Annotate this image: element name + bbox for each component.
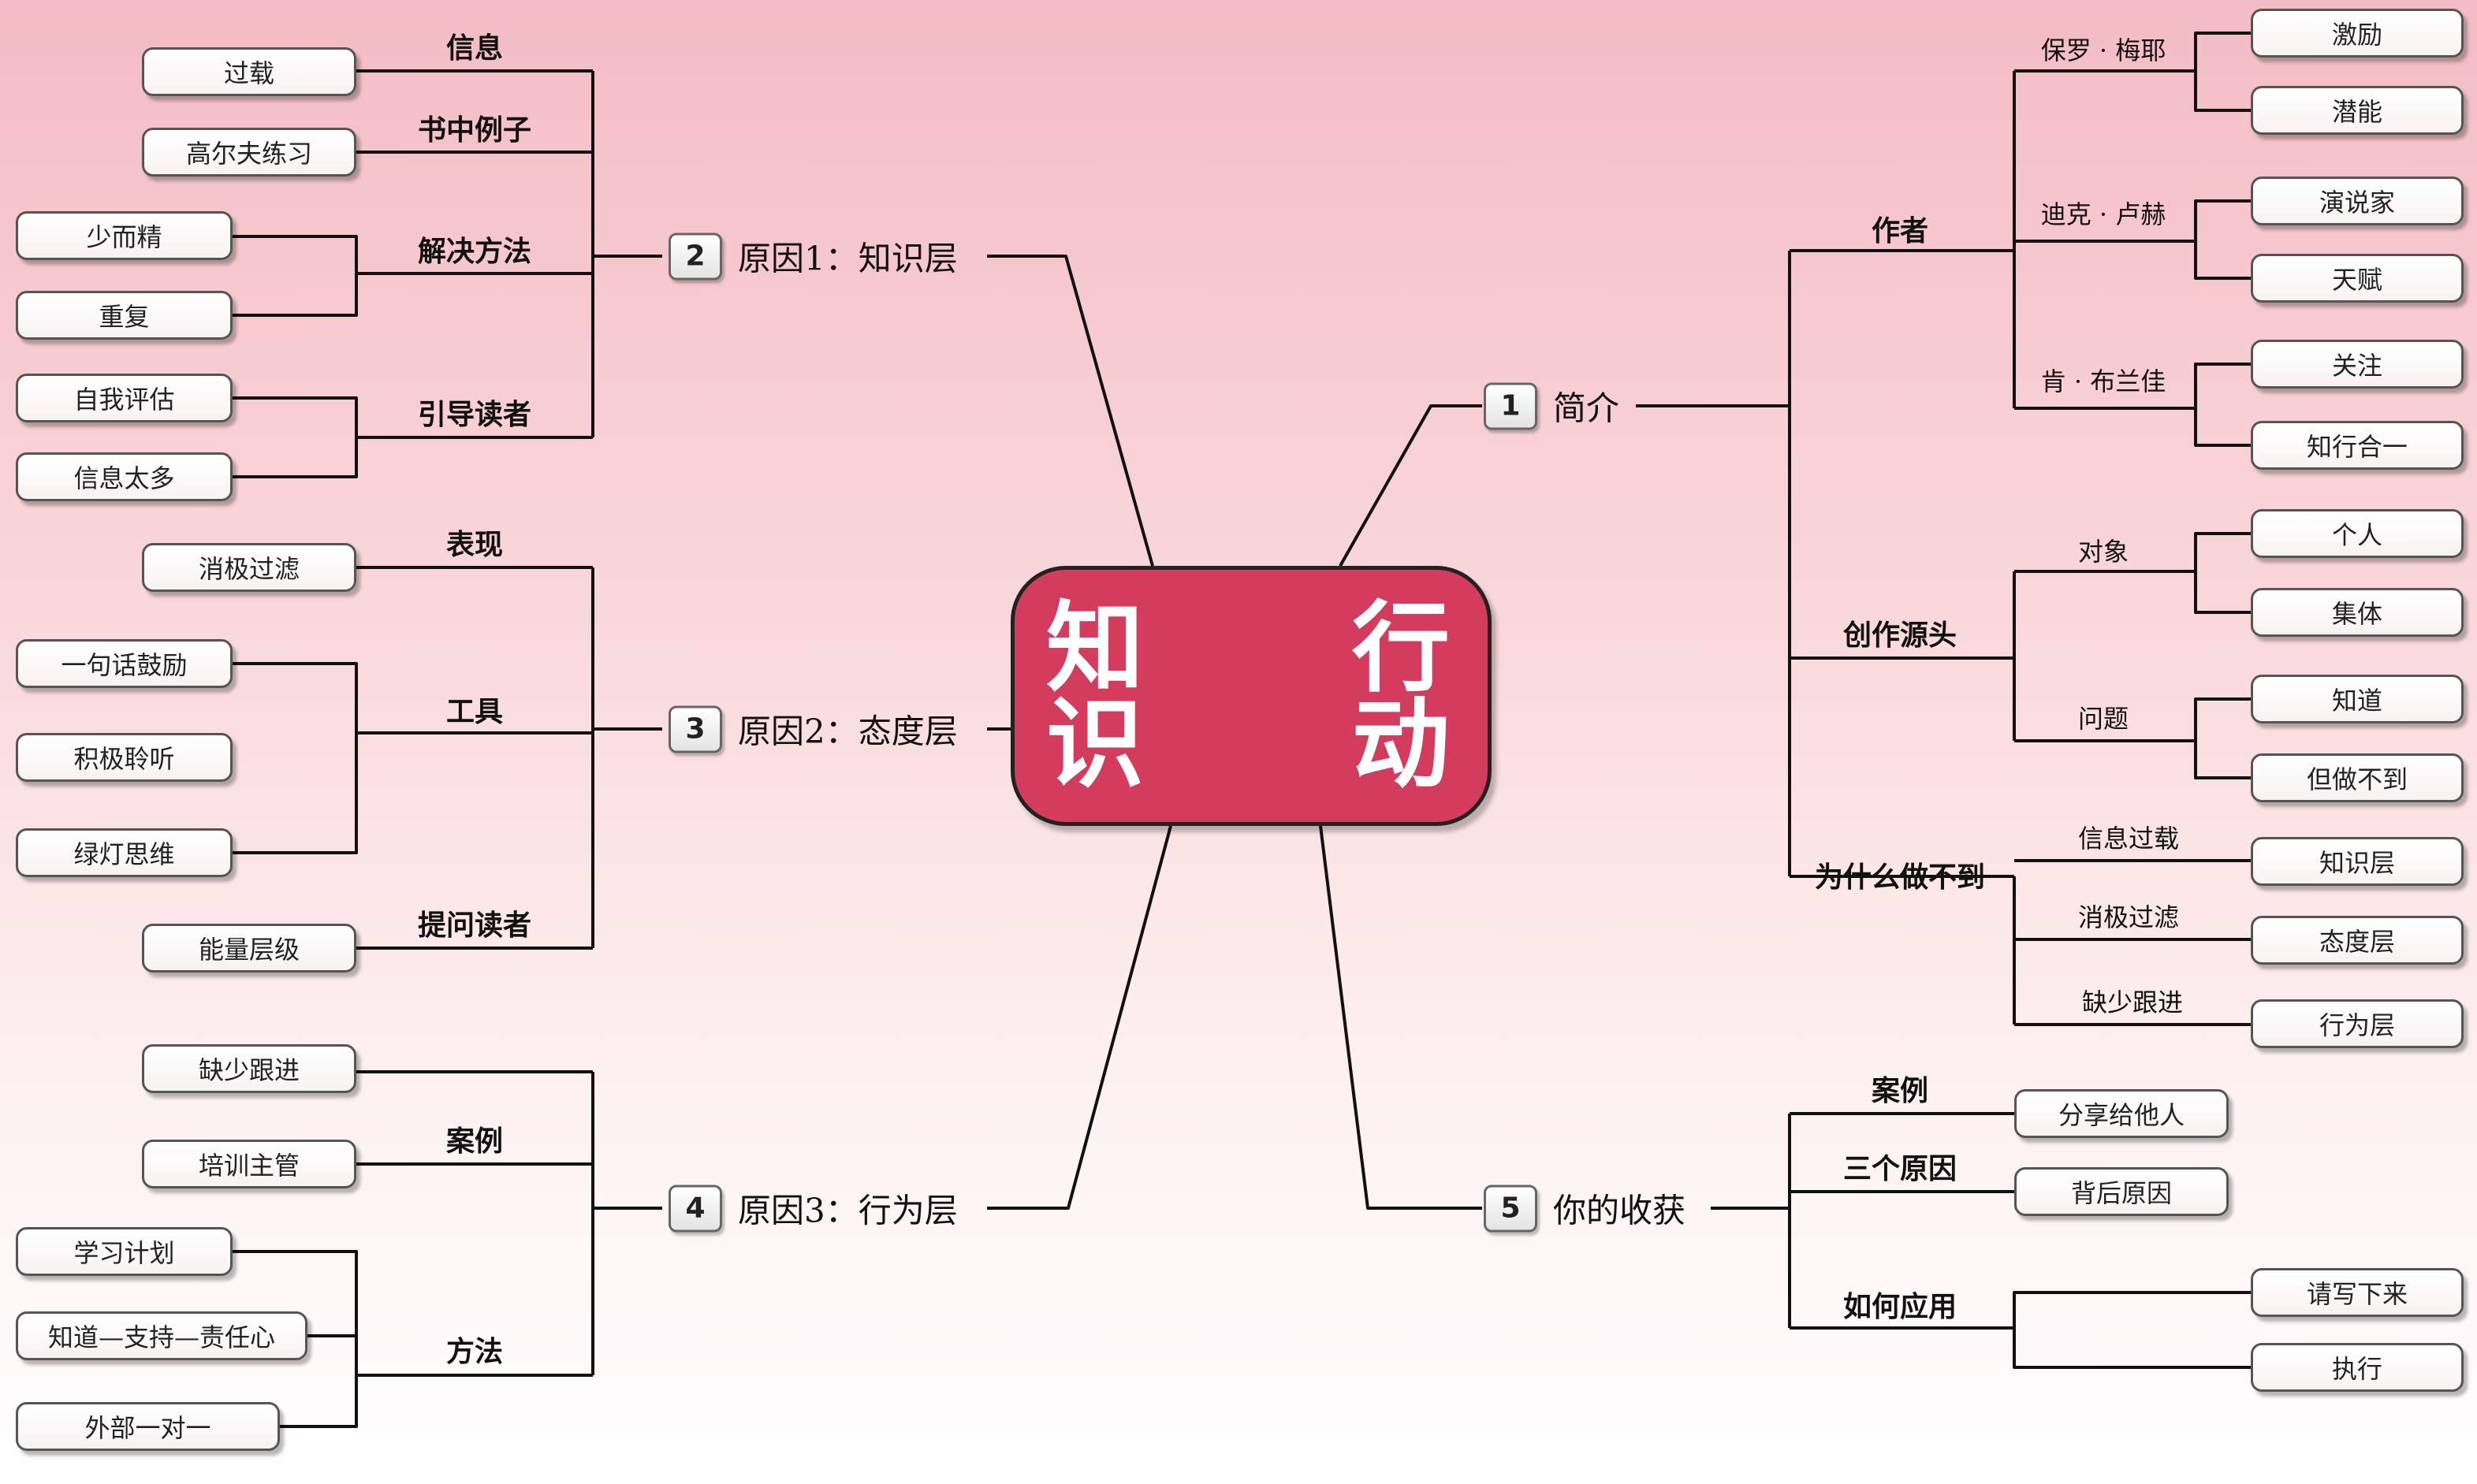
leaf-node[interactable]: 一句话鼓励 bbox=[16, 639, 233, 688]
leaf-node[interactable]: 高尔夫练习 bbox=[142, 128, 356, 177]
center-char: 行 bbox=[1352, 592, 1451, 705]
leaf-node[interactable]: 过载 bbox=[142, 47, 356, 96]
leaf-node[interactable]: 行为层 bbox=[2251, 999, 2464, 1048]
subtopic-label[interactable]: 问题 bbox=[2077, 704, 2129, 734]
leaf-node[interactable]: 绿灯思维 bbox=[16, 828, 233, 877]
topic-label[interactable]: 信息 bbox=[445, 32, 504, 65]
leaf-node[interactable]: 态度层 bbox=[2251, 916, 2464, 965]
leaf-node[interactable]: 积极聆听 bbox=[16, 733, 233, 782]
leaf-node[interactable]: 重复 bbox=[16, 291, 233, 340]
topic-label[interactable]: 方法 bbox=[445, 1335, 504, 1368]
subtopic-label[interactable]: 缺少跟进 bbox=[2081, 987, 2184, 1017]
leaf-node[interactable]: 潜能 bbox=[2251, 86, 2464, 135]
topic-label[interactable]: 如何应用 bbox=[1842, 1290, 1957, 1323]
connector-b2-trunk bbox=[591, 71, 662, 437]
leaf-node[interactable]: 背后原因 bbox=[2014, 1167, 2229, 1216]
leaf-node[interactable]: 激励 bbox=[2251, 9, 2464, 58]
leaf-node[interactable]: 天赋 bbox=[2251, 254, 2464, 303]
subtopic-label[interactable]: 信息过载 bbox=[2077, 824, 2180, 854]
subtopic-label[interactable]: 对象 bbox=[2077, 537, 2129, 567]
leaf-node[interactable]: 演说家 bbox=[2251, 177, 2464, 225]
topic-label[interactable]: 案例 bbox=[1871, 1074, 1929, 1107]
main-branch-2[interactable]: 2 原因1：知识层 bbox=[669, 232, 958, 281]
leaf-node[interactable]: 自我评估 bbox=[16, 374, 233, 422]
connector-b5-trunk bbox=[1711, 1114, 1791, 1328]
topic-label[interactable]: 解决方法 bbox=[417, 235, 532, 268]
main-branch-4[interactable]: 4 原因3：行为层 bbox=[669, 1185, 958, 1233]
connector-center-b1 bbox=[1339, 404, 1482, 567]
main-branch-3[interactable]: 3 原因2：态度层 bbox=[669, 705, 958, 753]
subtopic-label[interactable]: 肯 · 布兰佳 bbox=[2040, 366, 2166, 396]
leaf-node[interactable]: 知道—支持—责任心 bbox=[16, 1311, 307, 1360]
leaf-node[interactable]: 外部一对一 bbox=[16, 1402, 280, 1451]
connector-b4-trunk bbox=[591, 1072, 662, 1375]
subtopic-label[interactable]: 保罗 · 梅耶 bbox=[2040, 35, 2166, 65]
leaf-node[interactable]: 少而精 bbox=[16, 211, 233, 260]
main-branch-1[interactable]: 1 简介 bbox=[1484, 382, 1619, 430]
leaf-node[interactable]: 缺少跟进 bbox=[142, 1044, 356, 1093]
leaf-node[interactable]: 培训主管 bbox=[142, 1140, 356, 1188]
leaf-node[interactable]: 消极过滤 bbox=[142, 543, 356, 592]
topic-label[interactable]: 书中例子 bbox=[417, 113, 532, 147]
leaf-node[interactable]: 但做不到 bbox=[2251, 753, 2464, 802]
leaf-node[interactable]: 请写下来 bbox=[2251, 1268, 2464, 1317]
main-branch-title: 你的收获 bbox=[1553, 1191, 1686, 1230]
leaf-node[interactable]: 能量层级 bbox=[142, 924, 356, 973]
connector-center-b5 bbox=[1319, 825, 1482, 1210]
leaf-node[interactable]: 知道 bbox=[2251, 675, 2464, 723]
branch-number-badge: 3 bbox=[669, 705, 722, 753]
branch-number-badge: 4 bbox=[669, 1185, 722, 1232]
branch-number-badge: 1 bbox=[1484, 382, 1537, 430]
leaf-node[interactable]: 知识层 bbox=[2251, 837, 2464, 886]
subtopic-label[interactable]: 迪克 · 卢赫 bbox=[2040, 199, 2166, 229]
leaf-node[interactable]: 信息太多 bbox=[16, 452, 233, 501]
connector-b3-trunk bbox=[591, 567, 662, 948]
topic-label[interactable]: 为什么做不到 bbox=[1814, 861, 1986, 894]
main-branch-5[interactable]: 5 你的收获 bbox=[1484, 1185, 1685, 1233]
leaf-node[interactable]: 关注 bbox=[2251, 340, 2464, 389]
center-char: 识 bbox=[1046, 688, 1145, 802]
center-char: 知 bbox=[1046, 592, 1145, 705]
topic-label[interactable]: 三个原因 bbox=[1842, 1152, 1957, 1185]
topic-label[interactable]: 引导读者 bbox=[417, 398, 532, 431]
leaf-node[interactable]: 知行合一 bbox=[2251, 421, 2464, 470]
center-char: 动 bbox=[1352, 688, 1451, 802]
branch-number-badge: 2 bbox=[669, 232, 722, 280]
branch-number-badge: 5 bbox=[1484, 1185, 1537, 1232]
topic-label[interactable]: 案例 bbox=[445, 1125, 504, 1158]
topic-label[interactable]: 表现 bbox=[445, 528, 504, 561]
connector-center-b4 bbox=[987, 825, 1172, 1210]
main-branch-title: 原因2：态度层 bbox=[738, 712, 958, 751]
topic-label[interactable]: 创作源头 bbox=[1842, 619, 1957, 652]
leaf-node[interactable]: 执行 bbox=[2251, 1343, 2464, 1392]
leaf-node[interactable]: 个人 bbox=[2251, 509, 2464, 558]
subtopic-label[interactable]: 消极过滤 bbox=[2077, 902, 2180, 932]
connector-center-b2 bbox=[987, 255, 1154, 567]
main-branch-title: 简介 bbox=[1553, 389, 1620, 428]
leaf-node[interactable]: 分享给他人 bbox=[2014, 1089, 2229, 1138]
main-branch-title: 原因3：行为层 bbox=[738, 1191, 958, 1230]
central-topic[interactable]: 知 识 行 动 bbox=[1011, 566, 1492, 826]
topic-label[interactable]: 作者 bbox=[1871, 214, 1929, 247]
topic-label[interactable]: 工具 bbox=[445, 695, 504, 728]
main-branch-title: 原因1：知识层 bbox=[738, 239, 958, 278]
leaf-node[interactable]: 学习计划 bbox=[16, 1227, 233, 1276]
topic-label[interactable]: 提问读者 bbox=[417, 909, 532, 942]
leaf-node[interactable]: 集体 bbox=[2251, 588, 2464, 637]
connector-b1-trunk bbox=[1636, 251, 1791, 876]
